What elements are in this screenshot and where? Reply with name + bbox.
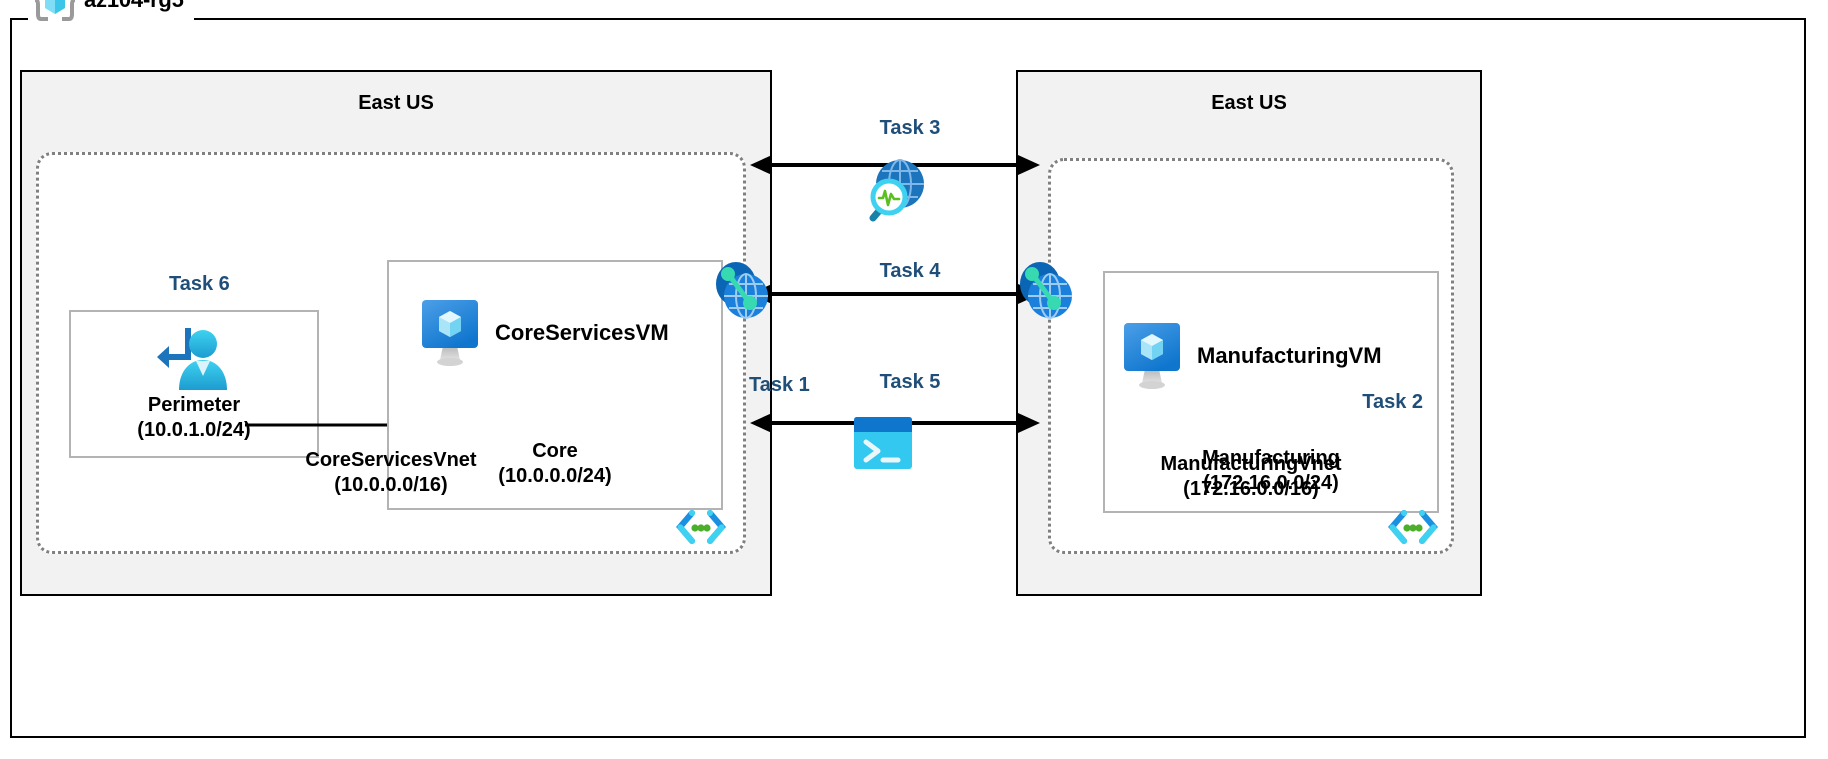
subnet-manufacturing-cidr: (172.16.0.0/24) (1203, 472, 1339, 495)
vnet-core-services-name: CoreServicesVnet (305, 448, 477, 471)
task-label-task1: Task 1 (749, 374, 810, 396)
vnet-manufacturing: Task 2 (1048, 158, 1454, 554)
region-title-left: East US (358, 92, 434, 114)
cloud-shell-terminal-icon (852, 415, 914, 471)
virtual-machine-icon (419, 298, 481, 368)
virtual-machine-icon (1121, 321, 1183, 391)
subnet-manufacturing: Task 2 (1103, 271, 1439, 513)
subnet-perimeter-cidr: (10.0.1.0/24) (137, 419, 251, 442)
vnet-peering-icon (712, 258, 772, 324)
task-label-task2: Task 2 (1362, 391, 1423, 413)
subnet-core: Task 1 (387, 260, 810, 510)
subnet-core-name: Core (532, 439, 578, 462)
subnet-core-label: Core (10.0.0.0/24) (389, 439, 721, 490)
vm-manufacturing: ManufacturingVM (1121, 321, 1382, 391)
user-route-icon (155, 324, 233, 396)
task-label-task5: Task 5 (879, 371, 941, 393)
task-label-task3: Task 3 (879, 117, 941, 139)
subnet-perimeter-label: Perimeter (10.0.1.0/24) (71, 393, 317, 444)
resource-group-cube-icon (32, 0, 78, 23)
vm-manufacturing-name: ManufacturingVM (1197, 343, 1382, 368)
vnet-manufacturing-label: ManufacturingVnet (172.16.0.0/16) (1051, 452, 1451, 503)
vm-core-services: CoreServicesVM (419, 298, 669, 368)
vm-core-services-name: CoreServicesVM (495, 320, 669, 345)
region-box-east-us-right: East US Task 2 (1016, 70, 1482, 596)
connector-task4-bidirectional (750, 281, 1040, 307)
resource-group-frame (10, 18, 1806, 738)
region-title-right: East US (1211, 92, 1287, 114)
subnet-manufacturing-label: Manufacturing (172.16.0.0/24) (1105, 446, 1437, 497)
vnet-core-services: Task 6 Perimeter (36, 152, 810, 554)
resource-group-header: az104-rg5 (28, 0, 194, 22)
network-watcher-icon (858, 158, 930, 224)
vnet-manufacturing-name: ManufacturingVnet (1160, 452, 1342, 475)
task-label-task4: Task 4 (879, 260, 941, 282)
vnet-peering-icon (1016, 258, 1076, 324)
vnet-core-services-label: CoreServicesVnet (10.0.0.0/16) (39, 448, 743, 499)
code-brackets-icon (675, 507, 727, 547)
subnet-perimeter: Perimeter (10.0.1.0/24) (69, 310, 319, 458)
vnet-core-services-cidr: (10.0.0.0/16) (334, 474, 448, 497)
subnet-core-cidr: (10.0.0.0/24) (498, 465, 612, 488)
vnet-manufacturing-cidr: (172.16.0.0/16) (1183, 478, 1319, 501)
region-box-east-us-left: East US Task 6 (20, 70, 810, 596)
subnet-perimeter-name: Perimeter (147, 393, 241, 416)
code-brackets-icon (1387, 507, 1439, 547)
task-label-task6: Task 6 (169, 273, 230, 295)
subnet-manufacturing-name: Manufacturing (1202, 446, 1340, 469)
resource-group-name: az104-rg5 (84, 0, 184, 13)
